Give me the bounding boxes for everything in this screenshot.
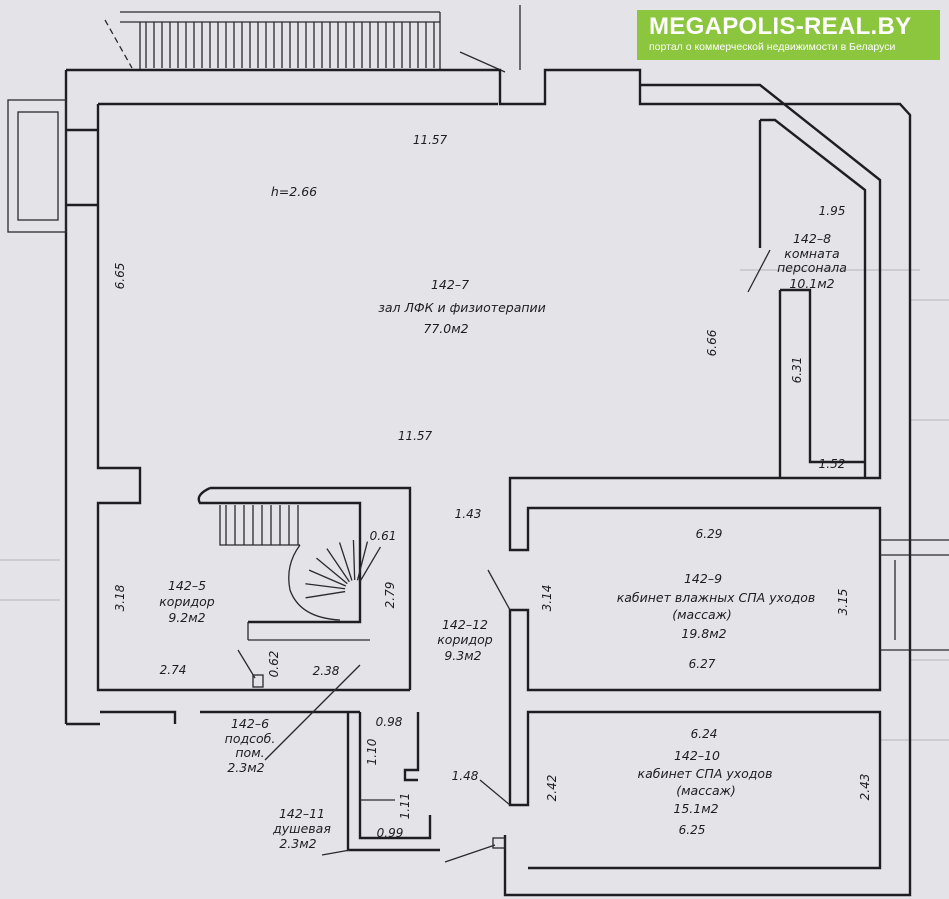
dim-r10-top: 6.24 — [691, 727, 718, 741]
room-7-name: зал ЛФК и физиотерапии — [378, 300, 546, 315]
room-10-label: 142–10 кабинет СПА уходов (массаж) 15.1м… — [638, 748, 773, 816]
dim-right: 6.66 — [705, 329, 719, 356]
dim-r5-stair-side: 2.79 — [383, 582, 397, 609]
dim-r10-bottom: 6.25 — [679, 823, 706, 837]
background-lines — [0, 269, 949, 741]
site-badge-subtitle: портал о коммерческой недвижимости в Бел… — [649, 41, 896, 53]
site-badge[interactable]: MEGAPOLIS-REAL.BY портал о коммерческой … — [637, 10, 940, 60]
room-12-name: коридор — [437, 632, 493, 647]
leader-lines — [264, 249, 771, 863]
dim-r5-238: 2.38 — [313, 664, 340, 678]
room-5-number: 142–5 — [168, 578, 206, 593]
dim-r9-top: 6.29 — [696, 527, 723, 541]
spiral-tread — [326, 548, 350, 583]
dim-top: 11.57 — [413, 133, 448, 147]
room-8-name-1: комната — [784, 246, 839, 261]
room-8-area: 10.1м2 — [789, 276, 834, 291]
dim-r9-side: 3.15 — [836, 589, 850, 616]
room-9-name: кабинет влажных СПА уходов — [617, 590, 816, 605]
dim-r9-bottom: 6.27 — [689, 657, 716, 671]
room-6-label: 142–6 подсоб. пом. 2.3м2 — [225, 716, 276, 775]
dim-r11-mid: 1.11 — [398, 793, 412, 820]
dim-r11-bottom: 0.99 — [377, 826, 404, 840]
room-5-area: 9.2м2 — [168, 610, 205, 625]
dim-r8-top: 1.95 — [819, 204, 846, 218]
dim-148: 1.48 — [452, 769, 479, 783]
room-6-number: 142–6 — [231, 716, 269, 731]
room-11-number: 142–11 — [279, 806, 325, 821]
right-windows — [880, 539, 949, 651]
dim-r11-top: 0.98 — [376, 715, 403, 729]
room-12-label: 142–12 коридор 9.3м2 — [437, 617, 493, 663]
spiral-tread — [338, 542, 353, 581]
room-7-number: 142–7 — [431, 277, 469, 292]
room-9-number: 142–9 — [684, 571, 722, 586]
spiral-tread — [305, 583, 346, 590]
dim-r12-top: 1.43 — [455, 507, 482, 521]
room-10-name: кабинет СПА уходов — [638, 766, 773, 781]
room-12-area: 9.3м2 — [444, 648, 481, 663]
room-11-label: 142–11 душевая 2.3м2 — [272, 806, 331, 851]
outer-walls — [64, 68, 912, 897]
room-6-name-2: пом. — [235, 745, 264, 760]
room-11-name: душевая — [272, 821, 331, 836]
dim-r12-side: 3.14 — [540, 585, 554, 612]
room-7-label: h=2.66 142–7 зал ЛФК и физиотерапии 77.0… — [271, 184, 546, 336]
shower-block — [321, 712, 440, 856]
room-10-area: 15.1м2 — [673, 801, 718, 816]
room-9-label: 142–9 кабинет влажных СПА уходов (массаж… — [617, 571, 816, 641]
spiral-tread — [359, 546, 382, 582]
dimension-labels: 11.57 11.57 6.65 6.66 1.95 6.31 1.52 3.1… — [113, 133, 872, 840]
spiral-tread — [352, 540, 356, 581]
dim-r8-bottom: 1.52 — [819, 457, 846, 471]
dim-r10-left: 2.42 — [545, 775, 559, 802]
room-7-area: 77.0м2 — [423, 321, 468, 336]
spiral-tread — [356, 541, 369, 581]
dim-r5-bottom: 2.74 — [160, 663, 187, 677]
dim-r11-left: 1.10 — [365, 738, 379, 765]
room-9-sub: (массаж) — [672, 607, 732, 622]
spiral-tread — [305, 590, 346, 599]
spiral-tread — [316, 557, 348, 585]
room-10-sub: (массаж) — [676, 783, 736, 798]
dim-bottom: 11.57 — [398, 429, 433, 443]
room-7-height: h=2.66 — [271, 184, 317, 199]
dim-r5-side: 3.18 — [113, 584, 127, 611]
room-5-name: коридор — [159, 594, 215, 609]
room-8-name-2: персонала — [777, 260, 847, 275]
dim-left: 6.65 — [113, 263, 127, 290]
dim-r10-right: 2.43 — [858, 774, 872, 801]
room-12-number: 142–12 — [442, 617, 488, 632]
spiral-stair — [197, 486, 412, 690]
dim-r8-side: 6.31 — [790, 357, 804, 384]
room-8-label: 142–8 комната персонала 10.1м2 — [777, 231, 847, 291]
site-badge-title: MEGAPOLIS-REAL.BY — [649, 13, 912, 40]
room-6-area: 2.3м2 — [227, 760, 264, 775]
dim-r5-stair-top: 0.61 — [370, 529, 397, 543]
entrance-stairs — [104, 5, 521, 73]
room-11-area: 2.3м2 — [279, 836, 316, 851]
room-10-number: 142–10 — [674, 748, 720, 763]
room-9-area: 19.8м2 — [681, 626, 726, 641]
dim-r5-062: 0.62 — [267, 651, 281, 678]
room-8-number: 142–8 — [793, 231, 831, 246]
room-6-name-1: подсоб. — [225, 731, 276, 746]
left-window — [7, 99, 98, 233]
room-5-label: 142–5 коридор 9.2м2 — [159, 578, 215, 625]
spiral-tread — [308, 569, 347, 587]
